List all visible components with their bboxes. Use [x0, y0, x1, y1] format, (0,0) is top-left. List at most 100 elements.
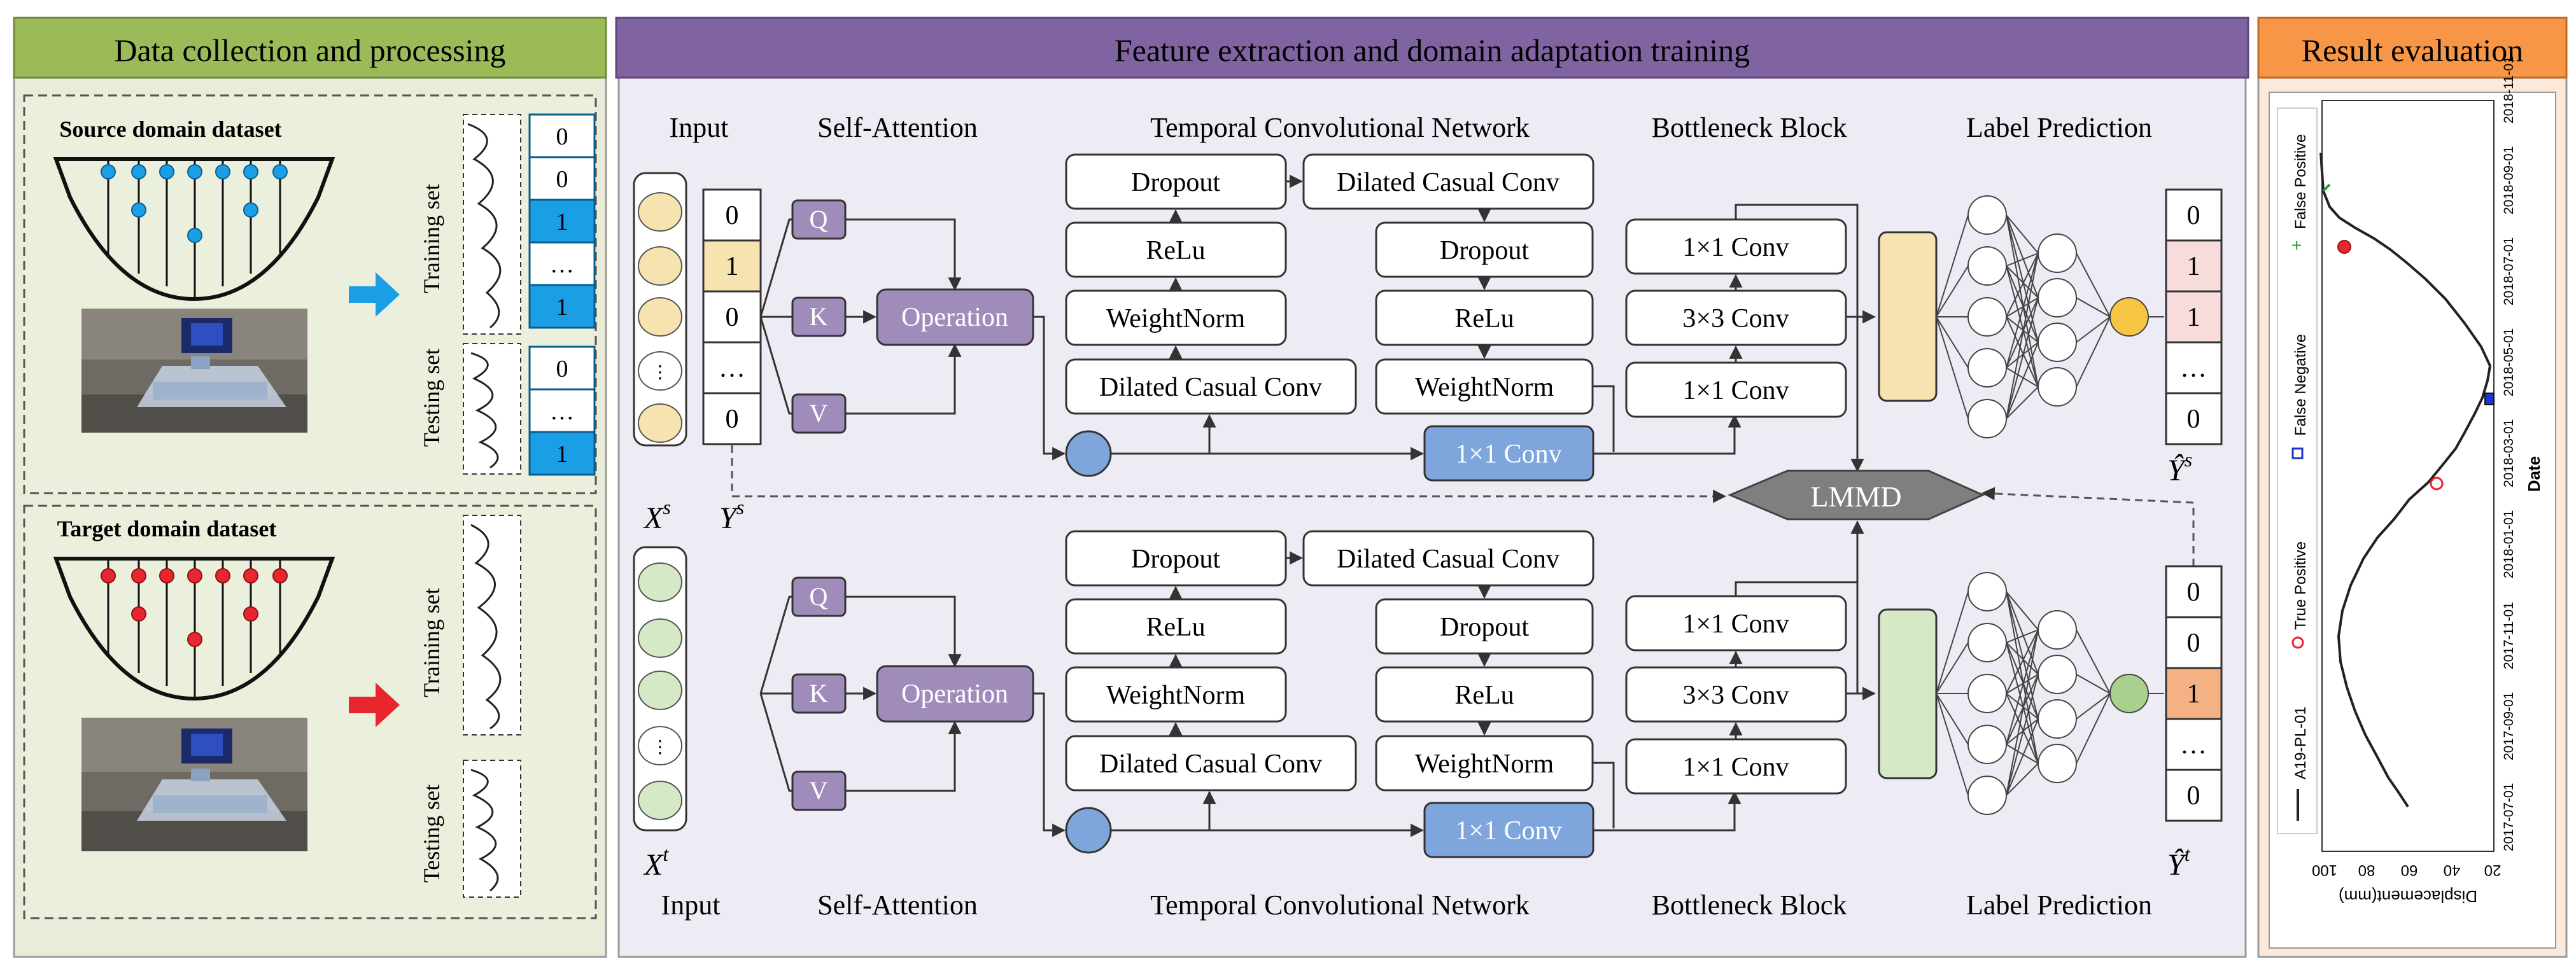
- source-train-label-0: 0: [556, 123, 568, 150]
- fp-marker: [2322, 183, 2331, 192]
- source-bn-conv1b: 1×1 Conv: [1682, 376, 1789, 405]
- target-tcn-relu: ReLu: [1146, 613, 1205, 642]
- nn-edge: [2006, 253, 2039, 368]
- col-input-top: Input: [670, 112, 729, 143]
- col-tcn-top: Temporal Convolutional Network: [1150, 112, 1530, 143]
- nn-edge: [2006, 386, 2039, 419]
- source-domain-title: Source domain dataset: [59, 116, 281, 142]
- source-output-val-3: …: [2180, 354, 2207, 383]
- source-output-vector: 0 1 1 … 0: [2165, 188, 2223, 445]
- source-testing-signal: [463, 343, 521, 475]
- source-conv1x1-label: 1×1 Conv: [1455, 440, 1561, 469]
- source-training-signal: [463, 114, 521, 335]
- target-dam-icon: [53, 557, 335, 701]
- date-tick-8: 2018-11-01: [2502, 56, 2516, 123]
- date-tick-2: 2017-11-01: [2502, 602, 2516, 669]
- source-testing-wave: [470, 352, 499, 469]
- tp-marker-2: [2430, 477, 2444, 491]
- nn-edge: [1936, 591, 1969, 694]
- nn-edge: [2006, 265, 2039, 343]
- source-input-val-0: 0: [726, 201, 739, 230]
- source-test-label-1: …: [550, 398, 574, 425]
- source-output-val-2: 1: [2187, 303, 2200, 332]
- nn-edge: [2006, 214, 2039, 343]
- nn-edge: [2076, 693, 2111, 720]
- target-k-label: K: [810, 679, 828, 708]
- legend-true-positive: True Positive: [2292, 541, 2309, 630]
- legend-series: A19-PL-01: [2292, 706, 2309, 779]
- date-tick-3: 2018-01-01: [2502, 510, 2516, 578]
- nn-edge: [2006, 214, 2039, 387]
- source-input-val-2: 0: [726, 303, 739, 332]
- source-output-val-1: 1: [2187, 252, 2200, 281]
- disp-tick-2: 60: [2401, 861, 2418, 879]
- result-chart-plot-area: [2321, 100, 2495, 852]
- nn-edge: [1936, 642, 1969, 694]
- nn-edge: [2076, 297, 2111, 317]
- date-tick-6: 2018-07-01: [2502, 237, 2516, 305]
- source-k-label: K: [810, 302, 828, 331]
- xs-label: Xs: [643, 496, 671, 535]
- date-axis-label: Date: [2524, 456, 2544, 492]
- col-tcn-bottom: Temporal Convolutional Network: [1150, 889, 1530, 921]
- target-training-wave: [470, 524, 502, 730]
- nn-edge: [2076, 693, 2111, 764]
- target-bn-conv3: 3×3 Conv: [1682, 681, 1789, 710]
- source-arrow-icon: [349, 272, 400, 317]
- source-train-label-2: 1: [556, 209, 568, 235]
- source-tcn-dilated: Dilated Casual Conv: [1099, 373, 1322, 402]
- target-v-label: V: [810, 776, 828, 805]
- source-output-val-0: 0: [2187, 201, 2200, 230]
- nn-edge: [2006, 297, 2039, 419]
- nn-edge: [1936, 316, 1969, 368]
- yhat-s-label: Ŷs: [2167, 448, 2192, 487]
- target-output-val-1: 0: [2187, 629, 2200, 658]
- col-label-prediction-top: Label Prediction: [1966, 112, 2152, 143]
- nn-edge: [2006, 367, 2039, 387]
- source-tcn-r-weightnorm: WeightNorm: [1415, 373, 1554, 402]
- disp-tick-3: 40: [2444, 861, 2461, 879]
- source-tcn-right: Dilated Casual Conv Dropout ReLu WeightN…: [1302, 153, 1594, 415]
- source-bottleneck: 1×1 Conv 3×3 Conv 1×1 Conv: [1625, 218, 1847, 418]
- target-output-vector: 0 0 1 … 0: [2165, 565, 2223, 822]
- target-tcn-dilated: Dilated Casual Conv: [1099, 749, 1322, 779]
- nn-edge: [2076, 629, 2111, 694]
- source-tcn-relu: ReLu: [1146, 236, 1205, 265]
- source-test-label-2: 1: [556, 441, 568, 468]
- source-neural-net: [1936, 195, 2164, 438]
- source-v-label: V: [810, 399, 828, 428]
- source-tcn-left: Dropout ReLu WeightNorm Dilated Casual C…: [1065, 153, 1357, 415]
- source-testing-label: Testing set: [419, 349, 444, 447]
- left-header: [13, 17, 607, 79]
- source-input-val-1: 1: [726, 252, 739, 281]
- col-self-attention-top: Self-Attention: [817, 112, 978, 143]
- nn-edge: [2006, 342, 2039, 368]
- target-domain-title: Target domain dataset: [57, 516, 277, 541]
- lmmd-block: LMMD: [731, 445, 2195, 620]
- disp-axis-label: Displacement(mm): [2339, 887, 2477, 906]
- target-output-val-4: 0: [2187, 781, 2200, 811]
- target-residual-node: [1065, 807, 1112, 854]
- nn-edge: [2006, 253, 2039, 317]
- left-panel: Data collection and processing Source do…: [13, 17, 607, 958]
- target-bottleneck: 1×1 Conv 3×3 Conv 1×1 Conv: [1625, 595, 1847, 795]
- nn-edge: [2006, 214, 2039, 254]
- nn-edge: [2006, 265, 2039, 387]
- lmmd-label: LMMD: [1810, 480, 1901, 513]
- nn-edge: [2006, 297, 2039, 317]
- source-input-val-3: …: [719, 354, 745, 383]
- target-tcn-right: Dilated Casual Conv Dropout ReLu WeightN…: [1302, 530, 1594, 791]
- nn-edge: [1936, 693, 1969, 745]
- col-label-prediction-bottom: Label Prediction: [1966, 889, 2152, 921]
- date-tick-5: 2018-05-01: [2502, 328, 2516, 396]
- col-self-attention-bottom: Self-Attention: [817, 889, 978, 921]
- legend-false-positive: False Positive: [2292, 134, 2309, 229]
- nn-edge: [2006, 744, 2039, 764]
- legend-tp-icon: [2291, 636, 2304, 649]
- target-training-label: Training set: [419, 588, 444, 697]
- target-arrow-icon: [349, 683, 400, 727]
- right-header-text: Result evaluation: [2302, 32, 2524, 68]
- source-train-label-4: 1: [556, 294, 568, 321]
- source-train-label-1: 0: [556, 166, 568, 193]
- legend-false-negative: False Negative: [2292, 334, 2309, 436]
